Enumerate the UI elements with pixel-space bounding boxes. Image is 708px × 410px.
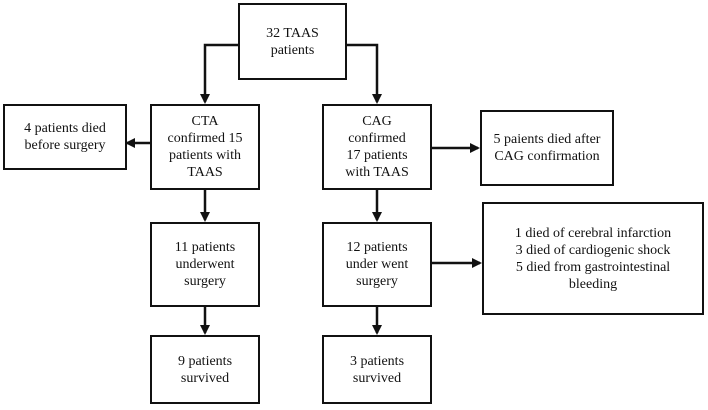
node-cag-died-after-confirmation: 5 paients died after CAG confirmation (480, 110, 614, 186)
node-cta-confirmed: CTA confirmed 15 patients with TAAS (150, 104, 260, 190)
node-total-patients: 32 TAAS patients (238, 3, 347, 80)
node-cta-died-before-surgery: 4 patients died before surgery (3, 104, 127, 170)
arrow-total-to-cag (347, 43, 382, 104)
node-cta-survived: 9 patients survived (150, 335, 260, 404)
node-cag-survived: 3 patients survived (322, 335, 432, 404)
node-cta-underwent-surgery: 11 patients underwent surgery (150, 222, 260, 307)
arrow-total-to-cta (200, 43, 238, 104)
node-cag-underwent-surgery: 12 patients under went surgery (322, 222, 432, 307)
node-cag-confirmed: CAG confirmed 17 patients with TAAS (322, 104, 432, 190)
node-cag-deaths-detail: 1 died of cerebral infarction 3 died of … (482, 202, 704, 315)
